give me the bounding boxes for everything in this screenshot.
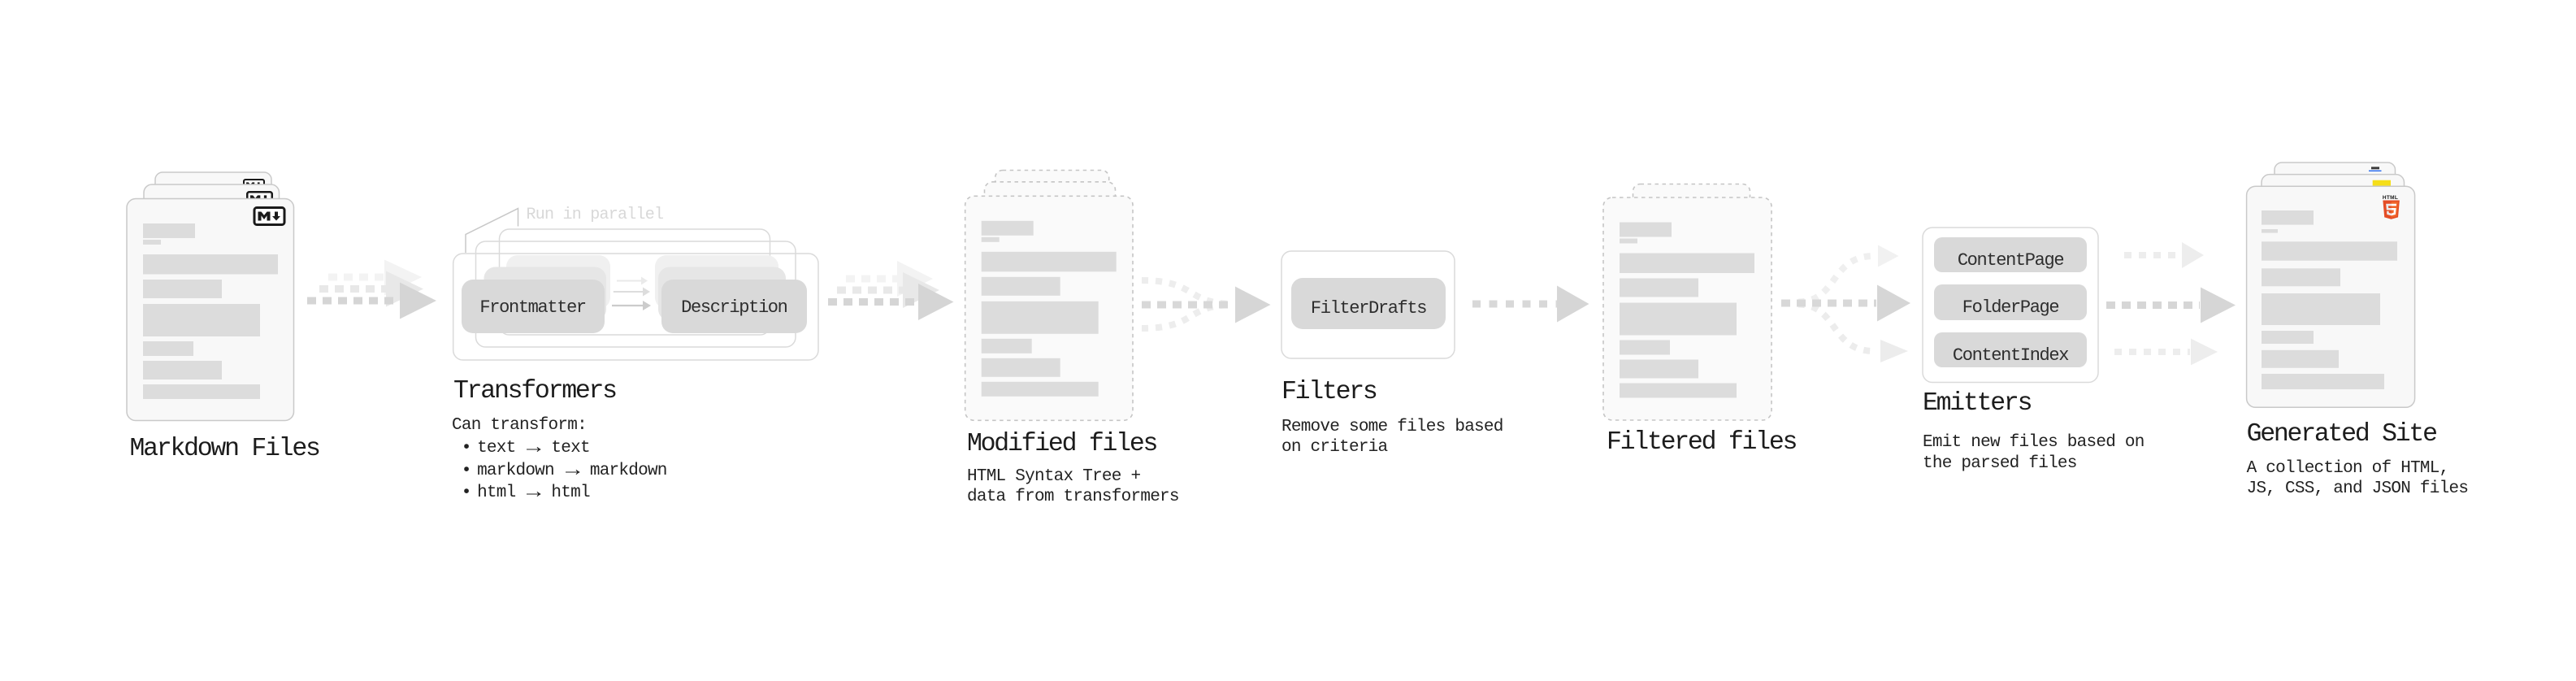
svg-text:HTML: HTML bbox=[2383, 195, 2398, 201]
